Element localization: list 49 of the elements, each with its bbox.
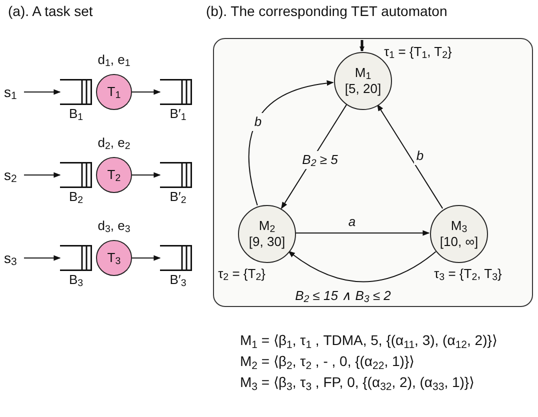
edge-label: B$_{2}$ ≥ 5 (300, 151, 340, 169)
transition-arrow (294, 230, 430, 236)
mode-name: M$_{3}$ (450, 218, 468, 234)
buffer-label: B′$_{1}$ (168, 106, 188, 122)
task-parameters: d$_{1}$, e$_{1}$ (96, 52, 132, 68)
task-set-label: τ$_{1}$ = {T$_{1}$, T$_{2}$} (384, 44, 452, 60)
automaton-panel (213, 38, 533, 307)
task-name: T$_{2}$ (107, 167, 121, 183)
mode-name: M$_{1}$ (354, 65, 372, 81)
mode-definition: M$_{3}$ = ⟨β$_{3}$, τ$_{3}$ , FP, 0, {(α$_{32}$, 2), (α$_{33}$, 1)}⟩ (240, 373, 474, 393)
transition-arrow (360, 40, 364, 52)
transition-arrow (24, 172, 61, 178)
buffer-label: B′$_{3}$ (168, 272, 188, 288)
input-signal: s$_{2}$ (4, 165, 24, 185)
buffer-label: B$_{1}$ (68, 106, 84, 122)
task-name: T$_{1}$ (107, 84, 121, 100)
time-interval: [5, 20] (344, 81, 382, 97)
transition-arrow (288, 250, 436, 282)
transition-arrow (376, 104, 444, 209)
time-interval: [10, ∞] (440, 234, 478, 250)
buffer-symbol (160, 79, 192, 105)
task-parameters: d$_{3}$, e$_{3}$ (96, 218, 132, 234)
buffer-symbol (60, 162, 92, 188)
mode-definition: M$_{2}$ = ⟨β$_{2}$, τ$_{2}$ , - , 0, {(α$_{22}$, 1)}⟩ (240, 352, 414, 372)
transition-arrow (248, 80, 334, 206)
task-name: T$_{3}$ (107, 250, 121, 266)
input-signal: s$_{1}$ (4, 82, 24, 102)
time-interval: [9, 30] (248, 234, 286, 250)
buffer-symbol (60, 79, 92, 105)
task-parameters: d$_{2}$, e$_{2}$ (96, 135, 132, 151)
buffer-label: B′$_{2}$ (168, 189, 188, 205)
buffer-label: B$_{2}$ (68, 189, 84, 205)
input-signal: s$_{3}$ (4, 248, 24, 268)
buffer-label: B$_{3}$ (68, 272, 84, 288)
task-set-label: τ$_{2}$ = {T$_{2}$} (218, 266, 266, 282)
transition-arrow (132, 89, 161, 95)
mode-name: M$_{2}$ (258, 218, 276, 234)
edge-label: b (252, 113, 264, 131)
buffer-symbol (160, 245, 192, 271)
task-set-label: τ$_{3}$ = {T$_{2}$, T$_{3}$} (434, 266, 502, 282)
buffer-symbol (160, 162, 192, 188)
transition-arrow (24, 89, 61, 95)
transition-arrow (132, 255, 161, 261)
mode-definition: M$_{1}$ = ⟨β$_{1}$, τ$_{1}$ , TDMA, 5, {(α$_{11}$, 3), (α$_{12}$, 2)}⟩ (240, 331, 497, 351)
buffer-symbol (60, 245, 92, 271)
panel-title: (a). A task set (8, 2, 93, 21)
transition-arrow (132, 172, 161, 178)
transition-arrow (24, 255, 61, 261)
panel-title: (b). The corresponding TET automaton (206, 2, 448, 21)
